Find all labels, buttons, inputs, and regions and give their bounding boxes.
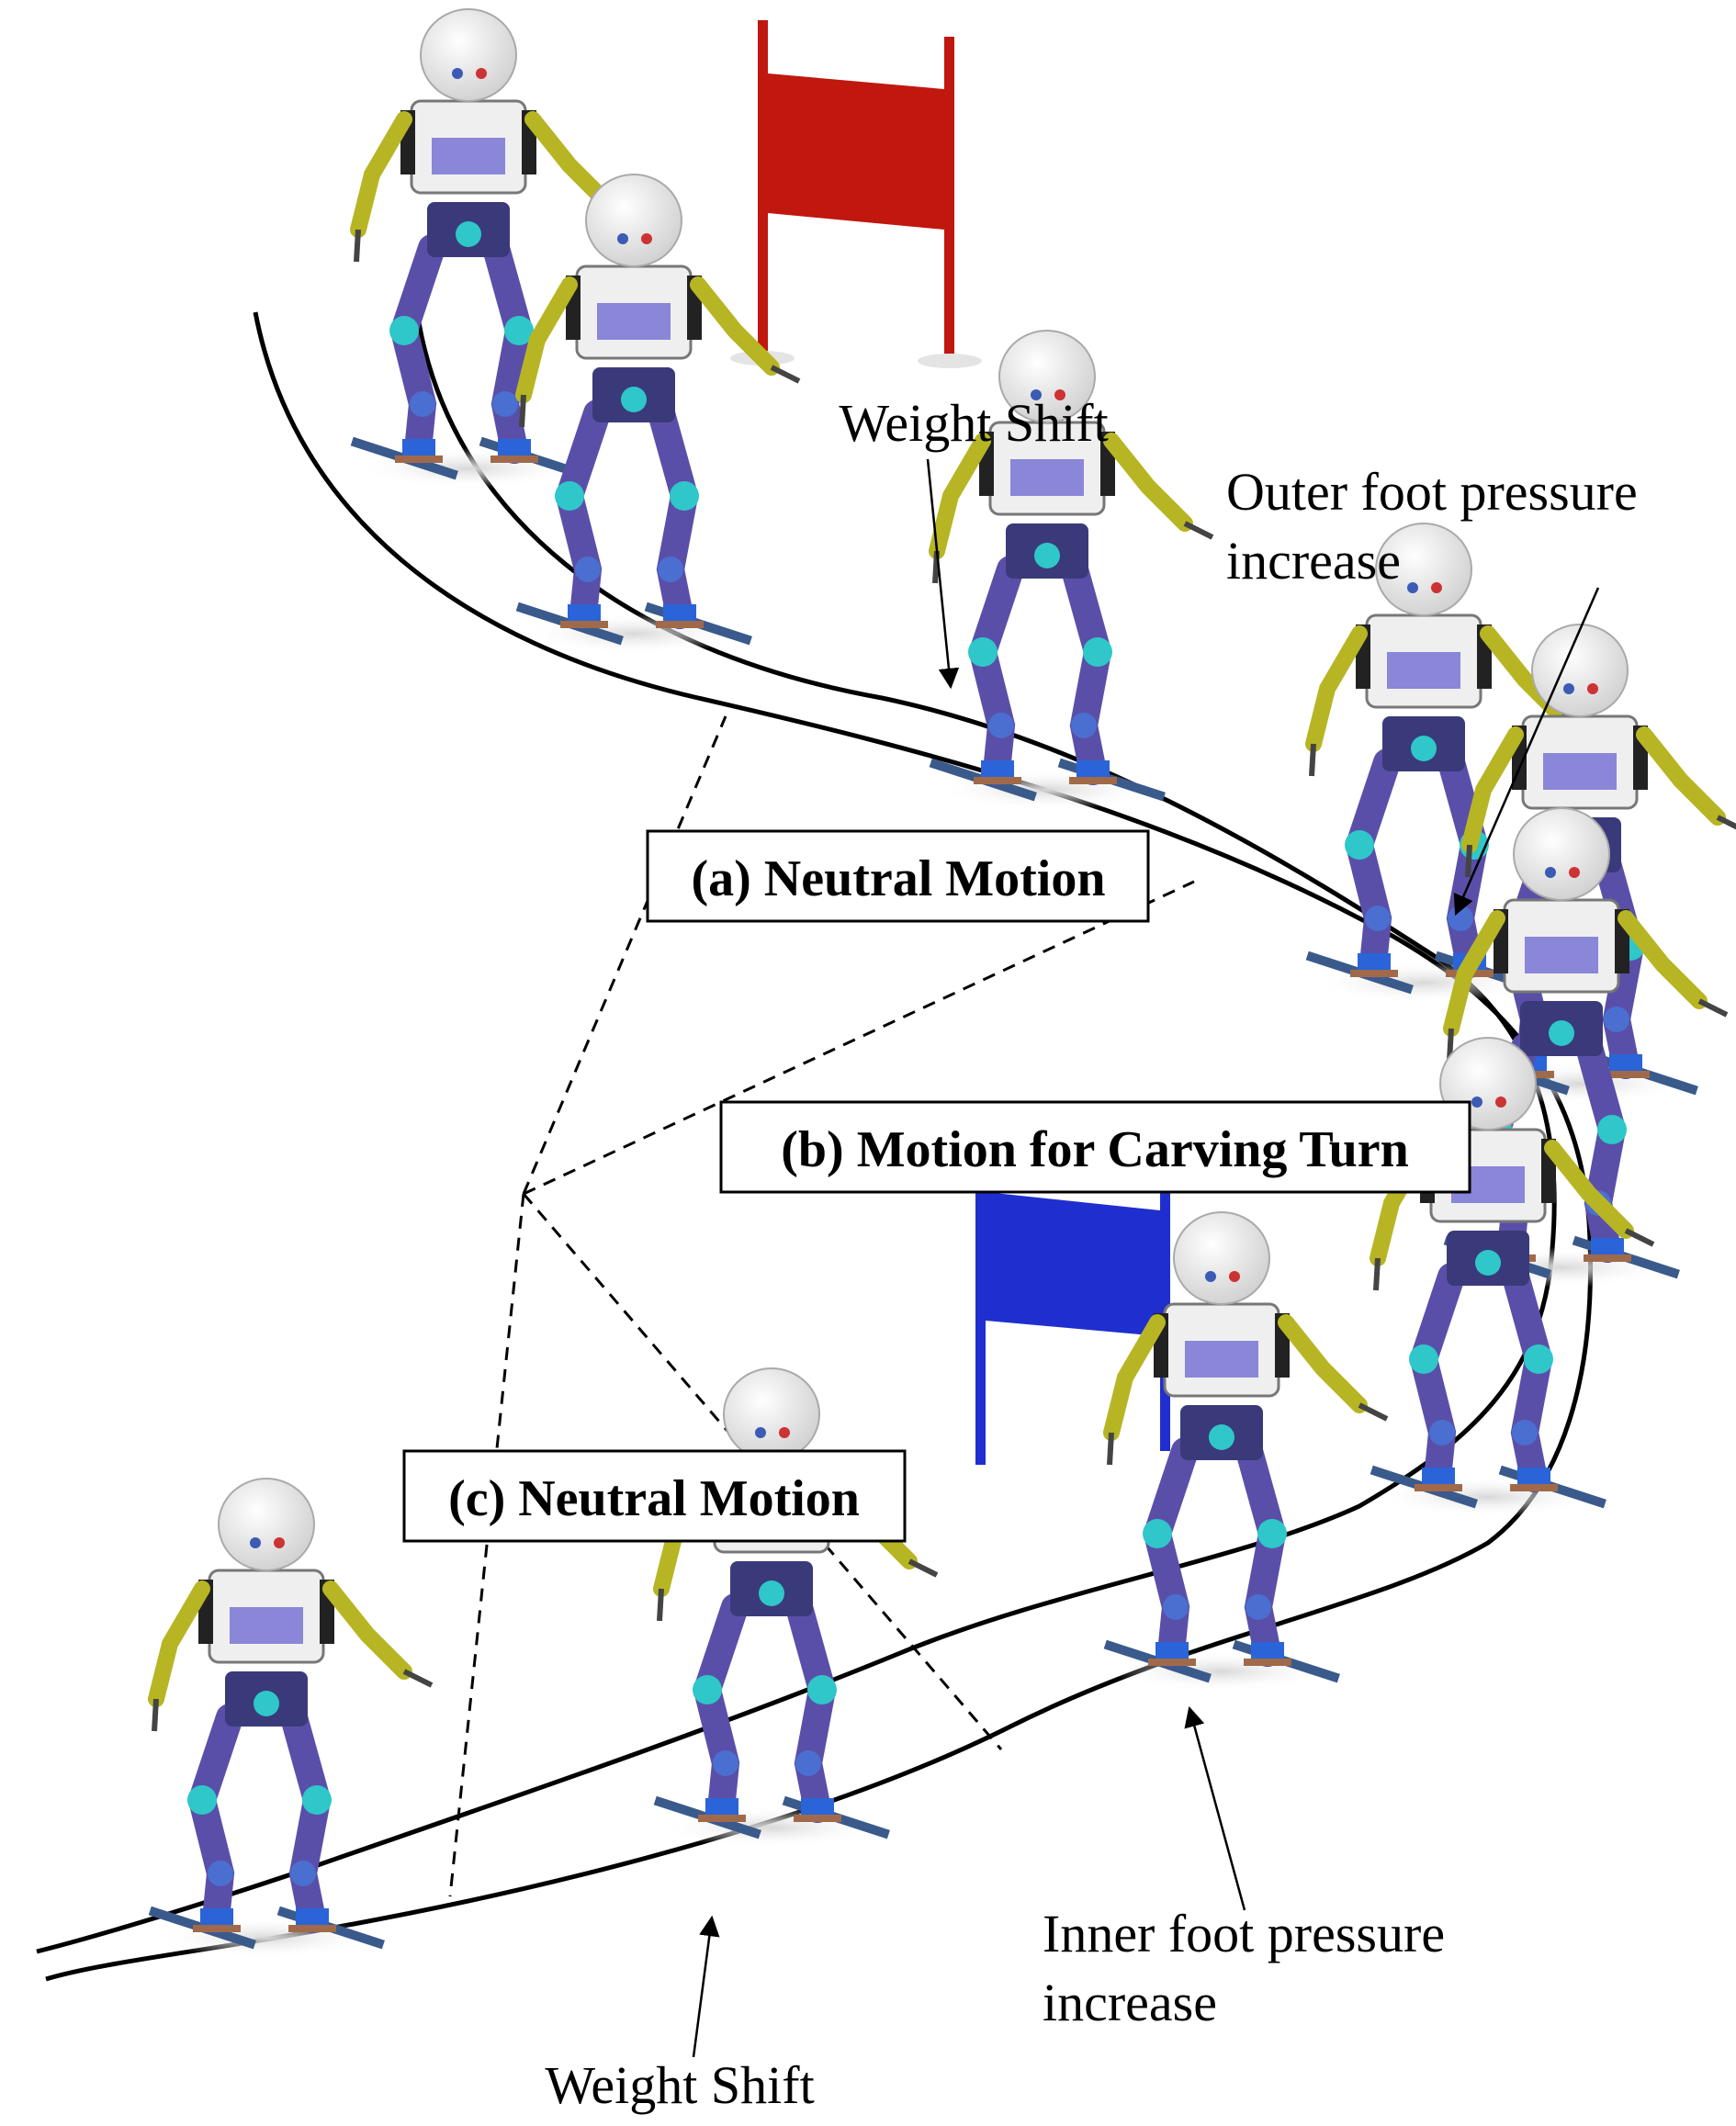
blue-gate <box>975 1139 1170 1465</box>
outer-foot-label-line2: increase <box>1226 531 1401 591</box>
box-c: (c) Neutral Motion <box>402 1449 907 1543</box>
arrow-weight-shift-top <box>926 458 960 690</box>
arrow-weight-shift-bottom <box>692 1915 720 2058</box>
red-gate <box>730 20 982 368</box>
box-b: (b) Motion for Carving Turn <box>719 1100 1471 1194</box>
robot-figures <box>149 9 1736 1958</box>
svg-text:(b) Motion for Carving Turn: (b) Motion for Carving Turn <box>781 1121 1408 1178</box>
dashed-connectors <box>448 715 1195 1897</box>
weight-shift-bottom-label: Weight Shift <box>545 2055 814 2115</box>
track-outer <box>45 311 1594 1982</box>
arrow-inner-foot <box>1184 1705 1246 1911</box>
outer-foot-label-line1: Outer foot pressure <box>1226 462 1638 522</box>
ski-tracks <box>36 311 1594 1982</box>
svg-text:(a) Neutral Motion: (a) Neutral Motion <box>691 850 1105 907</box>
annotation-arrows <box>692 458 1600 2058</box>
box-a: (a) Neutral Motion <box>646 829 1150 923</box>
svg-text:(c) Neutral Motion: (c) Neutral Motion <box>448 1470 860 1527</box>
inner-foot-label-line2: increase <box>1043 1973 1217 2032</box>
track-inner <box>36 316 1557 1954</box>
inner-foot-label-line1: Inner foot pressure <box>1043 1904 1445 1963</box>
weight-shift-top-label: Weight Shift <box>839 393 1108 453</box>
arrow-outer-foot <box>1453 587 1600 917</box>
